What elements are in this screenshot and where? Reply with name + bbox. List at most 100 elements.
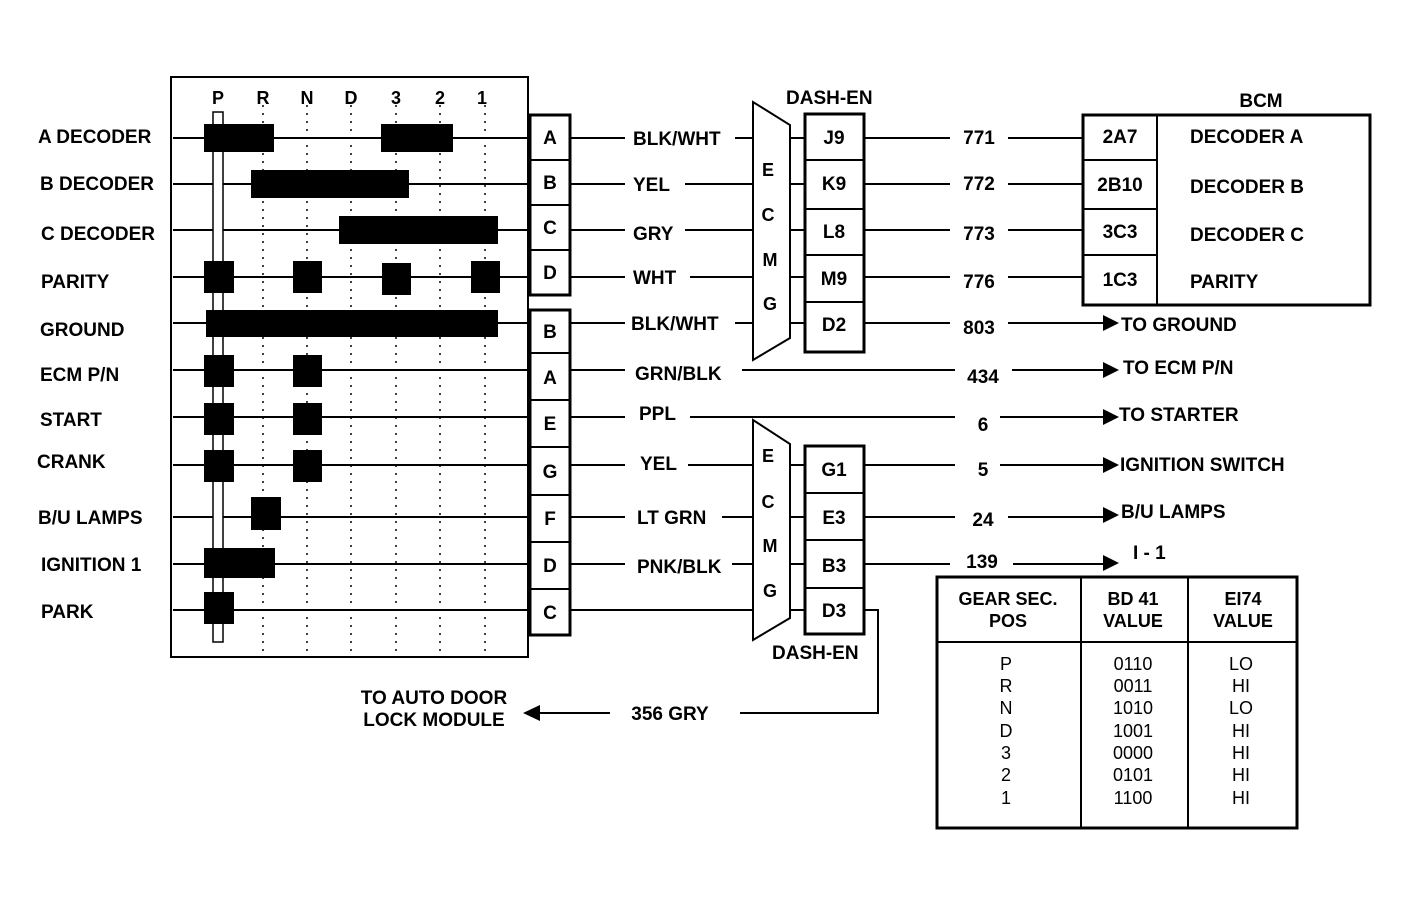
arrow-right-icon <box>1103 315 1119 331</box>
circuit-number: 6 <box>978 415 989 436</box>
wire-color-labels: BLK/WHT YEL GRY WHT BLK/WHT GRN/BLK PPL … <box>631 129 722 578</box>
circuit-label: START <box>40 410 102 431</box>
contact-bar <box>204 592 234 624</box>
gear-label-n: N <box>301 88 314 108</box>
dash-en-pin: E3 <box>822 508 845 529</box>
contact-bar <box>251 170 409 198</box>
bcm-functions: DECODER A DECODER B DECODER C PARITY <box>1190 127 1304 293</box>
switch-pin: A <box>543 368 557 389</box>
table-header: POS <box>989 611 1027 631</box>
circuit-label: PARITY <box>41 272 110 293</box>
contact-bar <box>206 310 498 337</box>
circuit-number: 803 <box>963 318 995 339</box>
table-header: EI74 <box>1224 589 1261 609</box>
table-header: VALUE <box>1103 611 1163 631</box>
wire-color: PPL <box>639 404 676 425</box>
table-row: N 1010 LO <box>1000 698 1254 718</box>
table-cell: HI <box>1232 765 1250 785</box>
table-cell: HI <box>1232 788 1250 808</box>
destination-label: TO ECM P/N <box>1123 358 1234 379</box>
table-cell: P <box>1000 654 1012 674</box>
contact-bar <box>204 124 274 152</box>
contact-bar <box>293 355 322 387</box>
contact-bar <box>204 548 275 578</box>
auto-door-label-line1: TO AUTO DOOR <box>361 688 508 709</box>
contact-bar <box>204 261 234 293</box>
table-header: BD 41 <box>1107 589 1158 609</box>
table-cell: HI <box>1232 721 1250 741</box>
ecmg-taper-top <box>752 100 791 362</box>
ecmg-letter: E <box>762 160 774 180</box>
dash-en-pins-top: J9 K9 L8 M9 D2 <box>821 128 847 336</box>
bcm-pins: 2A7 2B10 3C3 1C3 <box>1097 127 1142 291</box>
table-row: 3 0000 HI <box>1001 743 1250 763</box>
circuit-label: B/U LAMPS <box>38 508 143 529</box>
arrow-right-icon <box>1103 457 1119 473</box>
destination-label: TO STARTER <box>1119 405 1239 426</box>
contact-bar <box>382 263 411 295</box>
bcm-pin: 1C3 <box>1103 270 1138 291</box>
circuit-number: 776 <box>963 272 995 293</box>
circuit-label: A DECODER <box>38 127 152 148</box>
ecmg-letter: G <box>763 581 777 601</box>
circuit-numbers-bottom: 5 24 139 <box>966 460 998 573</box>
arrow-right-icon <box>1103 507 1119 523</box>
table-row: R 0011 HI <box>1000 676 1251 696</box>
circuit-label: CRANK <box>37 452 106 473</box>
dash-en-pin: D2 <box>822 315 846 336</box>
table-row: D 1001 HI <box>1000 721 1251 741</box>
dash-en-pin: L8 <box>823 222 845 243</box>
bcm-title: BCM <box>1239 91 1282 112</box>
contact-bar <box>293 403 322 435</box>
table-cell: 3 <box>1001 743 1011 763</box>
bcm-function: DECODER A <box>1190 127 1304 148</box>
wire-color: YEL <box>633 175 670 196</box>
dash-en-pin: G1 <box>821 460 847 481</box>
wire-color: PNK/BLK <box>637 557 722 578</box>
circuit-number: 139 <box>966 552 998 573</box>
wire-segments <box>570 137 955 611</box>
arrow-left-icon <box>523 705 540 721</box>
contact-bar <box>251 497 281 530</box>
table-row: 2 0101 HI <box>1001 765 1250 785</box>
circuit-number: 24 <box>972 510 994 531</box>
switch-pin: A <box>543 128 557 149</box>
wire-color: YEL <box>640 454 677 475</box>
circuit-label: B DECODER <box>40 174 154 195</box>
circuit-number: 772 <box>963 174 995 195</box>
destination-label: TO GROUND <box>1121 315 1237 336</box>
dash-en-pins-bottom: G1 E3 B3 D3 <box>821 460 847 622</box>
arrowheads <box>1103 315 1119 571</box>
switch-pin: G <box>543 462 558 483</box>
circuit-numbers-top: 771 772 773 776 803 434 6 <box>963 128 999 436</box>
circuit-label: C DECODER <box>41 224 155 245</box>
ecmg-letter: C <box>762 492 775 512</box>
destination-label: IGNITION SWITCH <box>1120 455 1285 476</box>
switch-pin: E <box>544 414 557 435</box>
gear-label-r: R <box>257 88 270 108</box>
auto-door-lock-callout: TO AUTO DOOR LOCK MODULE 356 GRY <box>361 688 709 731</box>
wire-color: LT GRN <box>637 508 706 529</box>
dash-en-label-top: DASH-EN <box>786 88 873 109</box>
bcm-pin: 3C3 <box>1103 222 1138 243</box>
table-header: VALUE <box>1213 611 1273 631</box>
gear-label-1: 1 <box>477 88 487 108</box>
ecmg-letter: C <box>762 205 775 225</box>
table-row: P 0110 LO <box>1000 654 1253 674</box>
table-cell: N <box>1000 698 1013 718</box>
switch-connector-lower: B A E G F D C <box>528 308 572 637</box>
auto-door-label-line2: LOCK MODULE <box>363 710 504 731</box>
table-cell: D <box>1000 721 1013 741</box>
dash-en-pin: J9 <box>823 128 844 149</box>
ecmg-letter: M <box>763 250 778 270</box>
circuit-label: GROUND <box>40 320 124 341</box>
circuit-number: 5 <box>978 460 989 481</box>
circuit-number: 773 <box>963 224 995 245</box>
circuit-label: PARK <box>41 602 94 623</box>
table-cell: 1100 <box>1114 788 1153 808</box>
switch-connector-upper: A B C D <box>528 113 572 297</box>
gear-position-header: P R N D 3 2 1 <box>212 88 487 108</box>
circuit-number: 434 <box>967 367 999 388</box>
table-cell: LO <box>1229 698 1253 718</box>
